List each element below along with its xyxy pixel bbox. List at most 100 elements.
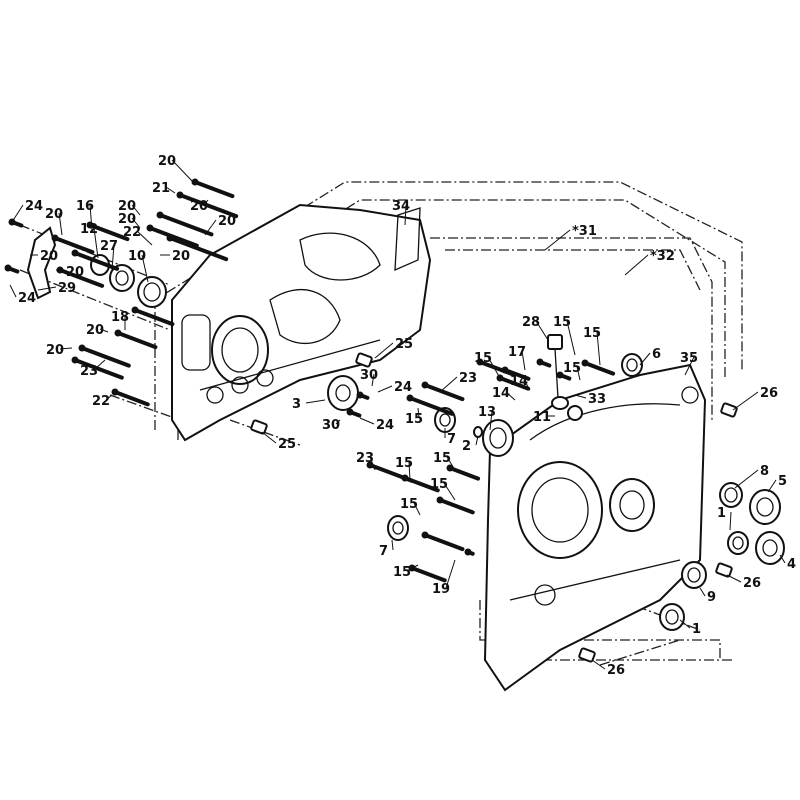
- leader-line: [359, 417, 375, 425]
- part-label: 1: [692, 622, 701, 637]
- part-label: 15: [393, 565, 411, 580]
- leader-line: [111, 244, 115, 271]
- bolt: [193, 180, 235, 199]
- bolt: [80, 346, 131, 368]
- leader-line: [505, 391, 516, 401]
- part-label: 30: [360, 368, 378, 383]
- leader-line: [443, 482, 456, 501]
- leader-line: [377, 385, 393, 393]
- part-label: 24: [18, 291, 36, 306]
- bolt-head: [166, 234, 174, 242]
- leader-line: [521, 350, 526, 371]
- part-label: 18: [111, 310, 129, 325]
- left-crankcase: [171, 203, 432, 442]
- bolt-head: [78, 344, 86, 352]
- part-label: 35: [680, 351, 698, 366]
- leader-line: [699, 587, 706, 597]
- bolt: [158, 213, 214, 237]
- leader-line: [404, 204, 407, 226]
- leader-line: [535, 320, 549, 341]
- bolt-head: [421, 381, 429, 389]
- bolt: [438, 498, 475, 515]
- part-label: 20: [118, 212, 136, 227]
- bolt-head: [191, 178, 199, 186]
- bearings-and-seals: [90, 254, 785, 663]
- part-label: 3: [292, 397, 301, 412]
- leader-line: [726, 574, 742, 583]
- bolt: [498, 376, 531, 391]
- part-label: 30: [322, 418, 340, 433]
- part-label: 27: [100, 239, 118, 254]
- part-label: 25: [278, 437, 296, 452]
- part-label: 9: [707, 590, 716, 605]
- leader-line: [37, 286, 57, 291]
- bolt: [178, 193, 239, 219]
- bolt: [73, 358, 124, 380]
- leader-line: [639, 352, 651, 366]
- bolt-head: [436, 496, 444, 504]
- part-label: 24: [376, 418, 394, 433]
- leader-line: [574, 394, 587, 399]
- part-label: 2: [462, 439, 471, 454]
- bolt: [423, 383, 465, 402]
- part-label: 28: [522, 315, 540, 330]
- bolt-head: [421, 531, 429, 539]
- part-label: 15: [583, 326, 601, 341]
- part-label: 20: [66, 265, 84, 280]
- bolt-head: [446, 464, 454, 472]
- leader-line: [767, 479, 777, 493]
- leader-line: [99, 328, 109, 333]
- leader-line: [596, 331, 601, 366]
- bolt: [148, 226, 199, 248]
- part-label: 16: [76, 199, 94, 214]
- part-label: 22: [92, 394, 110, 409]
- leader-line: [729, 511, 732, 531]
- leader-line: [335, 419, 341, 425]
- bolt: [73, 251, 120, 271]
- leader-line: [475, 435, 479, 446]
- bolt: [408, 396, 455, 416]
- part-label: 15: [405, 412, 423, 427]
- part-label: 22: [123, 225, 141, 240]
- leader-line: [576, 366, 581, 381]
- bolt-head: [111, 388, 119, 396]
- part-label: 15: [430, 477, 448, 492]
- leader-line: [413, 502, 421, 516]
- part-label: 1: [717, 506, 726, 521]
- leader-line: [487, 356, 501, 379]
- part-label: 5: [778, 474, 787, 489]
- leader-line: [591, 659, 606, 670]
- part-label: 21: [152, 181, 170, 196]
- leader-line: [89, 204, 93, 231]
- part-label: 34: [392, 199, 410, 214]
- bolt: [58, 268, 105, 288]
- leader-line: [566, 320, 576, 356]
- leader-line: [439, 376, 458, 393]
- part-label: 4: [787, 557, 796, 572]
- leader-lines: [9, 159, 786, 670]
- bolt-head: [401, 474, 409, 482]
- bolt: [133, 308, 175, 327]
- part-label: 25: [395, 337, 413, 352]
- part-label: 20: [46, 343, 64, 358]
- leader-line: [369, 456, 376, 471]
- part-label: 19: [432, 582, 450, 597]
- leader-line: [59, 347, 73, 350]
- part-label: 23: [356, 451, 374, 466]
- leader-line: [684, 356, 695, 376]
- bolt: [423, 533, 465, 552]
- part-label: 15: [400, 497, 418, 512]
- part-label: 7: [447, 432, 456, 447]
- bolt-head: [131, 306, 139, 314]
- part-label: 23: [459, 371, 477, 386]
- leader-line: [391, 539, 394, 551]
- leader-line: [131, 217, 141, 229]
- bolt: [53, 236, 95, 255]
- part-label: 20: [172, 249, 190, 264]
- part-label: 15: [563, 361, 581, 376]
- leader-line: [544, 229, 571, 251]
- leader-line: [523, 379, 531, 391]
- part-label: 33: [588, 392, 606, 407]
